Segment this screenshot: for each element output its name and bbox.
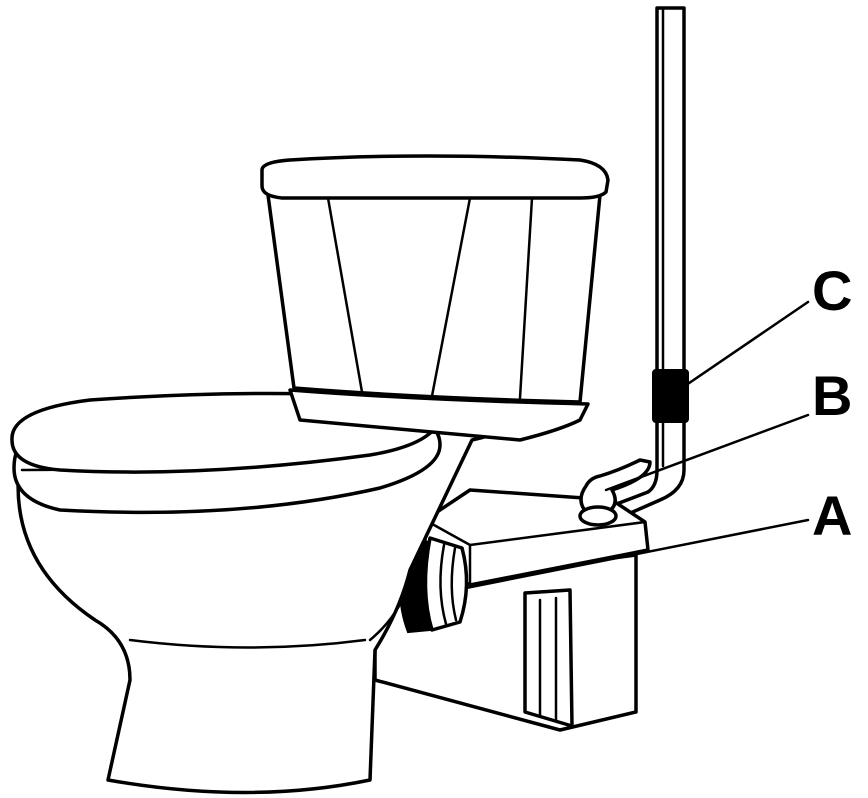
pipe-coupling	[653, 370, 688, 422]
callout-label-c: C	[812, 259, 852, 322]
toilet-tank	[262, 156, 608, 440]
leader-line-c	[676, 302, 808, 392]
vent-pipe	[606, 8, 684, 522]
leader-line-b	[606, 415, 808, 490]
callout-label-b: B	[812, 364, 852, 427]
discharge-elbow	[580, 460, 650, 525]
callout-label-a: A	[812, 484, 852, 547]
